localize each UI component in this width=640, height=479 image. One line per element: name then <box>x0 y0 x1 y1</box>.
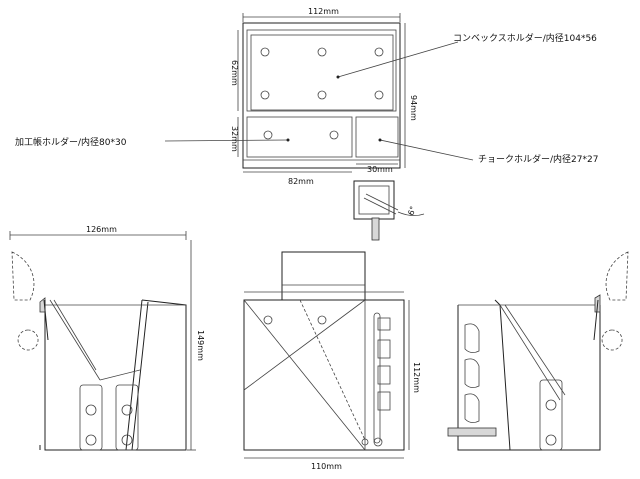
dim-front-width: 110mm <box>311 462 342 471</box>
dim-angle: 6° <box>406 205 418 217</box>
label-kakou-holder: 加工帳ホルダー/内径80*30 <box>15 136 127 148</box>
chalk-holder-detail <box>353 180 425 241</box>
top-view <box>164 13 474 173</box>
dim-side-height: 149mm <box>196 330 205 361</box>
dim-lower-right-width: 30mm <box>367 165 393 174</box>
label-chalk-holder: チョークホルダー/内径27*27 <box>478 153 598 165</box>
dim-top-depth: 94mm <box>409 95 418 121</box>
dim-lower-section: 32mm <box>230 126 239 152</box>
label-convex-holder: コンベックスホルダー/内径104*56 <box>453 32 597 44</box>
front-view <box>243 251 410 459</box>
dim-lower-left-width: 82mm <box>288 177 314 186</box>
left-side-view <box>9 231 196 451</box>
dim-side-width: 126mm <box>86 225 117 234</box>
right-side-view <box>447 251 629 451</box>
dim-top-width: 112mm <box>308 7 339 16</box>
dim-upper-section: 62mm <box>230 60 239 86</box>
dim-front-height: 112mm <box>412 362 421 393</box>
